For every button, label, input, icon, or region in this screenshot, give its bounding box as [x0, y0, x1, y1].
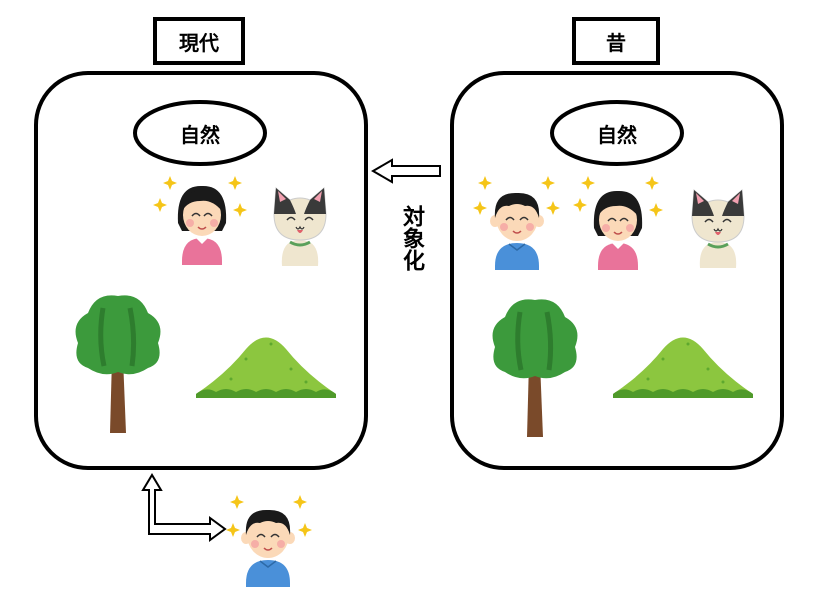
- objectification-label: 対象化: [399, 205, 424, 271]
- past-title: 昔: [606, 30, 626, 55]
- modern-nature-label: 自然: [180, 122, 220, 147]
- modern-title: 現代: [179, 30, 219, 55]
- reflection-arrow: [141, 473, 227, 542]
- modern-title-box: 現代: [153, 17, 245, 65]
- past-title-box: 昔: [572, 17, 660, 65]
- past-nature-label: 自然: [597, 122, 637, 147]
- past-nature-ellipse: [550, 100, 684, 166]
- modern-nature-ellipse: [133, 100, 267, 166]
- objectification-arrow: [371, 158, 441, 184]
- observer-man-figure: [226, 495, 312, 588]
